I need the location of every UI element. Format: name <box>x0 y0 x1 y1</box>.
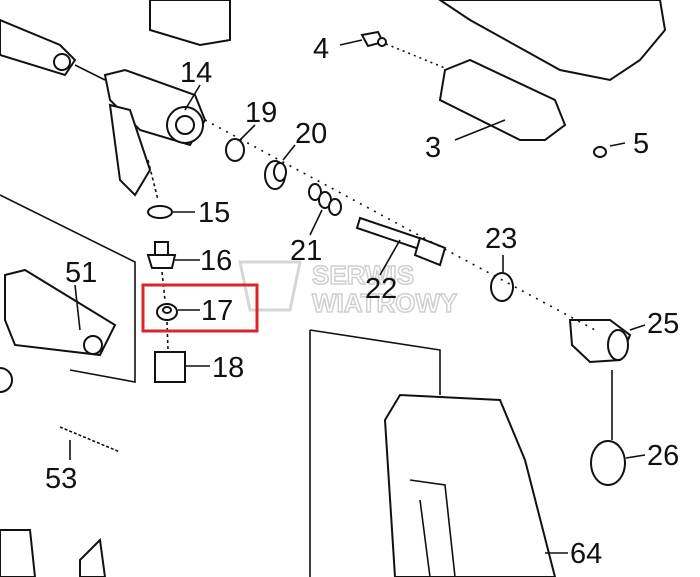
part-53 <box>59 426 121 453</box>
part-20 <box>264 160 287 190</box>
part-17 <box>156 303 178 321</box>
label-18: 18 <box>212 352 244 384</box>
part-25 <box>568 319 632 364</box>
part-51 <box>0 194 136 383</box>
label-25: 25 <box>647 308 679 340</box>
part-22 <box>355 216 447 267</box>
watermark-line2: WIATROWY <box>312 288 457 318</box>
part-3 <box>438 58 567 141</box>
label-20: 20 <box>295 118 327 150</box>
part-upper-left <box>0 0 231 77</box>
label-5: 5 <box>633 128 649 160</box>
label-17: 17 <box>201 295 233 327</box>
label-22: 22 <box>365 273 397 305</box>
part-4 <box>360 30 446 69</box>
label-4: 4 <box>313 33 329 65</box>
label-16: 16 <box>200 245 232 277</box>
part-18 <box>154 351 186 383</box>
part-16 <box>146 241 177 269</box>
label-53: 53 <box>45 463 77 495</box>
label-14: 14 <box>180 57 212 89</box>
part-64 <box>309 329 557 577</box>
part-19 <box>225 138 245 162</box>
watermark-line1: SERWIS <box>312 260 414 290</box>
label-21: 21 <box>290 235 322 267</box>
part-15 <box>147 205 173 219</box>
label-64: 64 <box>570 538 602 570</box>
part-receiver <box>438 0 667 82</box>
label-15: 15 <box>198 197 230 229</box>
label-19: 19 <box>245 97 277 129</box>
part-21 <box>308 183 342 216</box>
part-26 <box>590 440 626 486</box>
highlight-box <box>141 283 259 333</box>
part-5 <box>593 146 607 158</box>
label-23: 23 <box>485 223 517 255</box>
watermark: SERWIS WIATROWY <box>238 259 458 319</box>
label-3: 3 <box>425 132 441 164</box>
part-14 <box>74 64 207 197</box>
part-23 <box>490 272 514 302</box>
label-51: 51 <box>65 257 97 289</box>
leader-lines <box>69 39 646 554</box>
label-26: 26 <box>647 440 679 472</box>
